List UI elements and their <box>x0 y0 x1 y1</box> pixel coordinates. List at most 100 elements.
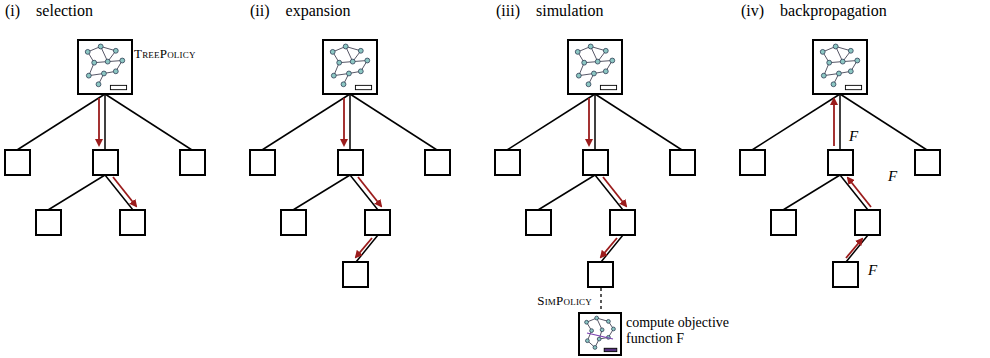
graph-vertex <box>341 82 346 87</box>
graph-vertex <box>346 71 351 76</box>
graph-vertex <box>86 73 91 78</box>
graph-vertex <box>113 69 118 74</box>
tree-edge <box>840 94 927 150</box>
graph-vertex <box>597 337 601 341</box>
traversal-arrow <box>848 178 871 207</box>
tree-node-box <box>281 210 306 235</box>
graph-vertex <box>603 69 608 74</box>
graph-vertex <box>612 327 616 331</box>
tree-node-box <box>855 210 880 235</box>
tree-edge <box>262 94 350 150</box>
graph-vertex <box>365 58 370 63</box>
graph-vertex <box>595 59 600 64</box>
tree-node-box <box>425 150 450 175</box>
root-state-box <box>813 40 867 94</box>
tree-edge <box>595 175 623 210</box>
tree-node-box <box>740 150 765 175</box>
tree-node-box <box>526 210 551 235</box>
root-state-box <box>78 40 132 94</box>
graph-vertex <box>821 73 826 78</box>
objective-symbol: F <box>849 128 858 145</box>
traversal-arrow <box>601 238 617 257</box>
graph-vertex <box>343 44 348 49</box>
objective-bar <box>604 348 617 351</box>
graph-vertex <box>591 71 596 76</box>
graph-vertex <box>610 58 615 63</box>
graph-vertex <box>848 48 853 53</box>
tree-edge <box>846 235 868 262</box>
objective-note: compute objective function F <box>626 315 738 347</box>
tree-edge <box>350 175 378 210</box>
graph-vertex <box>595 316 599 320</box>
traversal-arrow <box>588 98 590 145</box>
objective-symbol: F <box>888 168 897 185</box>
graph-vertex <box>586 339 590 343</box>
tree-edge <box>105 175 133 210</box>
graph-vertex <box>96 82 101 87</box>
traversal-arrow <box>356 238 372 257</box>
graph-vertex <box>575 49 580 54</box>
objective-bar <box>845 85 861 89</box>
graph-vertex <box>590 329 594 333</box>
graph-vertex <box>101 71 106 76</box>
solution-path <box>587 333 613 339</box>
tree-edge <box>17 94 105 150</box>
graph-vertex <box>576 73 581 78</box>
graph-vertex <box>586 82 591 87</box>
tree-node-box <box>338 150 363 175</box>
panel-title: (iii) simulation <box>496 2 604 20</box>
graph-vertex <box>337 60 342 65</box>
objective-bar <box>110 85 126 89</box>
graph-vertex <box>120 58 125 63</box>
tree-node-box <box>365 210 390 235</box>
objective-bar <box>600 85 616 89</box>
policy-label: TreePolicy <box>134 46 196 62</box>
tree-node-box <box>833 262 858 287</box>
panel-title: (ii) expansion <box>250 2 350 20</box>
graph-vertex <box>350 59 355 64</box>
root-state-box <box>568 40 622 94</box>
graph-vertex <box>98 44 103 49</box>
tree-edge <box>105 94 192 150</box>
tree-edge <box>601 235 623 262</box>
root-state-box <box>323 40 377 94</box>
tree-edge <box>538 175 595 210</box>
tree-node-box <box>670 150 695 175</box>
tree-edge <box>752 94 840 150</box>
traversal-arrow <box>603 177 626 206</box>
graph-vertex <box>105 59 110 64</box>
policy-label: SimPolicy <box>537 293 592 309</box>
tree-edge <box>350 94 437 150</box>
tree-edge <box>840 175 868 210</box>
panel-title: (iv) backpropagation <box>741 2 887 20</box>
objective-symbol: F <box>868 262 877 279</box>
graph-vertex <box>607 320 611 324</box>
tree-node-box <box>250 150 275 175</box>
graph-vertex <box>358 69 363 74</box>
tree-node-box <box>588 262 613 287</box>
graph-vertex <box>855 58 860 63</box>
tree-edge <box>293 175 350 210</box>
graph-vertex <box>593 346 597 350</box>
graph-vertex <box>836 71 841 76</box>
graph-vertex <box>85 49 90 54</box>
graph-vertex <box>603 48 608 53</box>
graph-vertex <box>827 60 832 65</box>
graph-vertex <box>848 69 853 74</box>
tree-node-box <box>93 150 118 175</box>
tree-node-box <box>495 150 520 175</box>
tree-node-box <box>828 150 853 175</box>
tree-edge <box>783 175 840 210</box>
tree-node-box <box>915 150 940 175</box>
graph-vertex <box>582 60 587 65</box>
tree-node-box <box>180 150 205 175</box>
tree-edge <box>349 94 351 150</box>
traversal-arrow <box>113 177 136 206</box>
tree-node-box <box>583 150 608 175</box>
panel-title: (i) selection <box>5 2 93 20</box>
graph-vertex <box>331 73 336 78</box>
tree-node-box <box>5 150 30 175</box>
tree-node-box <box>36 210 61 235</box>
tree-edge <box>594 94 596 150</box>
